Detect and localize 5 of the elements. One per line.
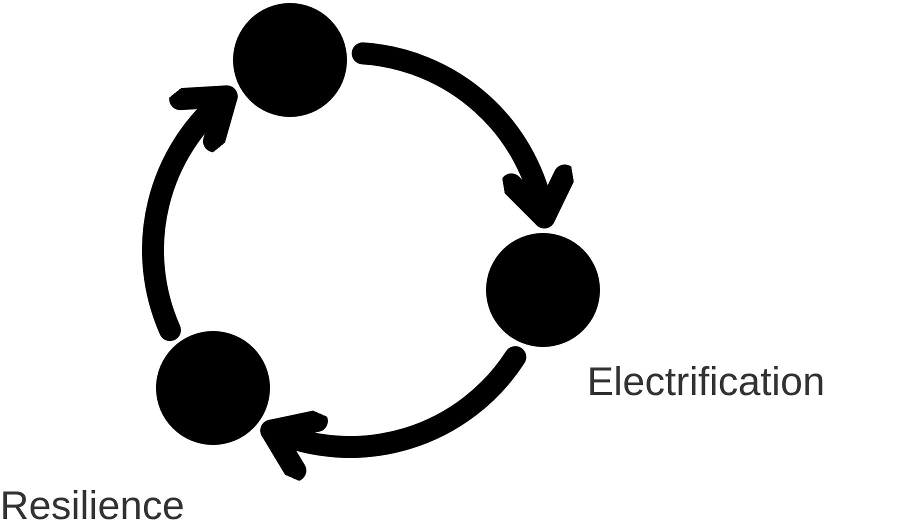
curved-arrow [142,85,238,342]
node-label: Resilience [0,484,185,528]
node-label: Electrification [587,360,825,404]
curved-arrow [260,346,526,480]
curved-arrow [352,42,574,228]
